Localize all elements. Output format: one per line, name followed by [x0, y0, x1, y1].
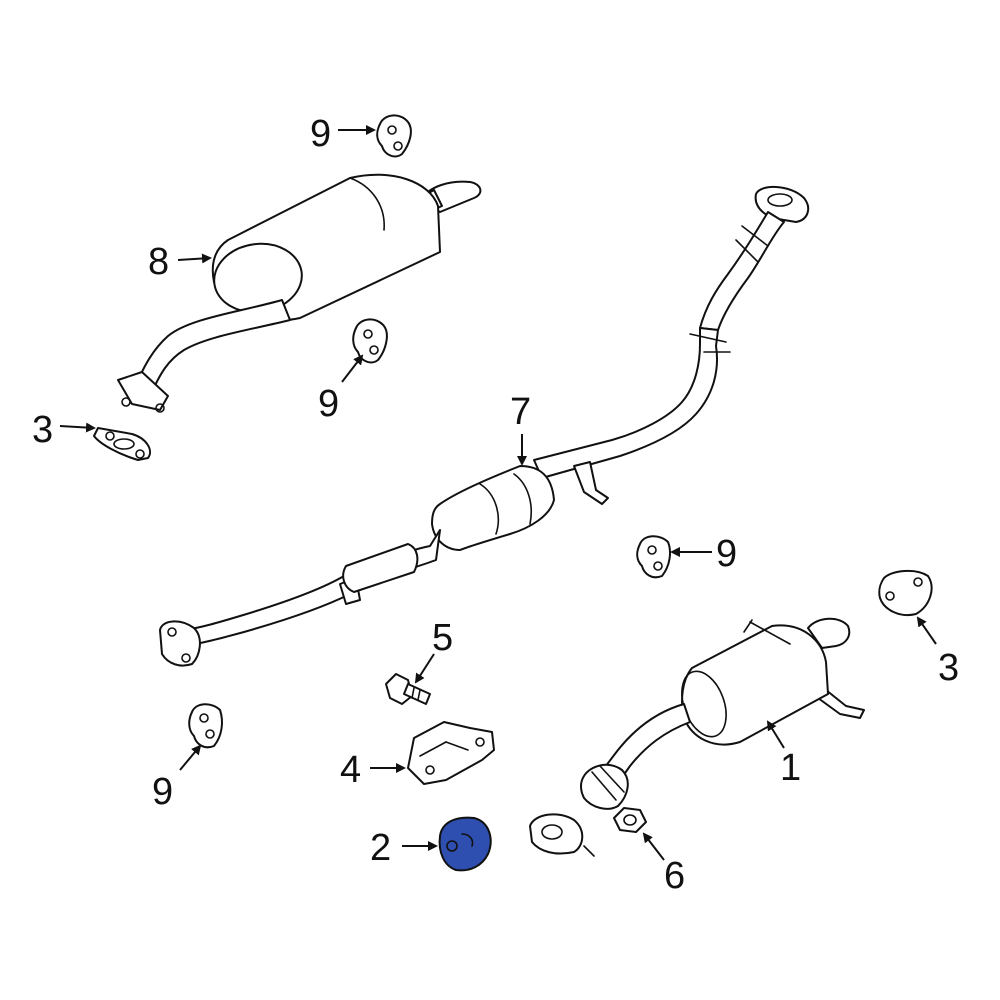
leader-8: [177, 253, 212, 264]
bracket-part-4: [407, 721, 495, 785]
front-pipe-muffler-part-1: [529, 617, 865, 857]
leader-3-left: [59, 422, 96, 433]
callout-9-mid-left: 9: [318, 383, 339, 425]
callout-7: 7: [510, 391, 531, 433]
gasket-part-2-highlighted: [438, 816, 492, 872]
callout-3-left: 3: [32, 409, 53, 451]
leader-6: [642, 832, 665, 861]
callout-6: 6: [664, 855, 685, 897]
rubber-hanger-part-9-mid-left: [352, 318, 388, 364]
callout-5: 5: [432, 617, 453, 659]
leader-9-mid-left: [341, 354, 364, 383]
callout-1: 1: [780, 747, 801, 789]
bolt-part-5: [385, 673, 431, 705]
gasket-part-3-right: [878, 570, 933, 616]
leader-1: [766, 720, 785, 749]
center-pipe-part-7: [159, 186, 810, 667]
callout-9-lower-left: 9: [152, 771, 173, 813]
leader-9-lower-left: [179, 744, 202, 771]
rubber-hanger-part-9-lower-left: [188, 703, 223, 749]
rear-muffler-part-8: [117, 173, 482, 413]
gasket-part-3-left: [93, 427, 151, 461]
callout-9-mid-right: 9: [716, 533, 737, 575]
callout-8: 8: [148, 241, 169, 283]
rubber-hanger-part-9-top: [376, 114, 412, 158]
leader-3-right: [916, 616, 937, 645]
leader-5: [414, 653, 435, 684]
callout-4: 4: [340, 749, 361, 791]
callout-2: 2: [370, 827, 391, 869]
callout-3-right: 3: [938, 647, 959, 689]
nut-part-6: [613, 807, 647, 833]
callout-9-top: 9: [310, 113, 331, 155]
rubber-hanger-part-9-mid-right: [636, 535, 671, 579]
